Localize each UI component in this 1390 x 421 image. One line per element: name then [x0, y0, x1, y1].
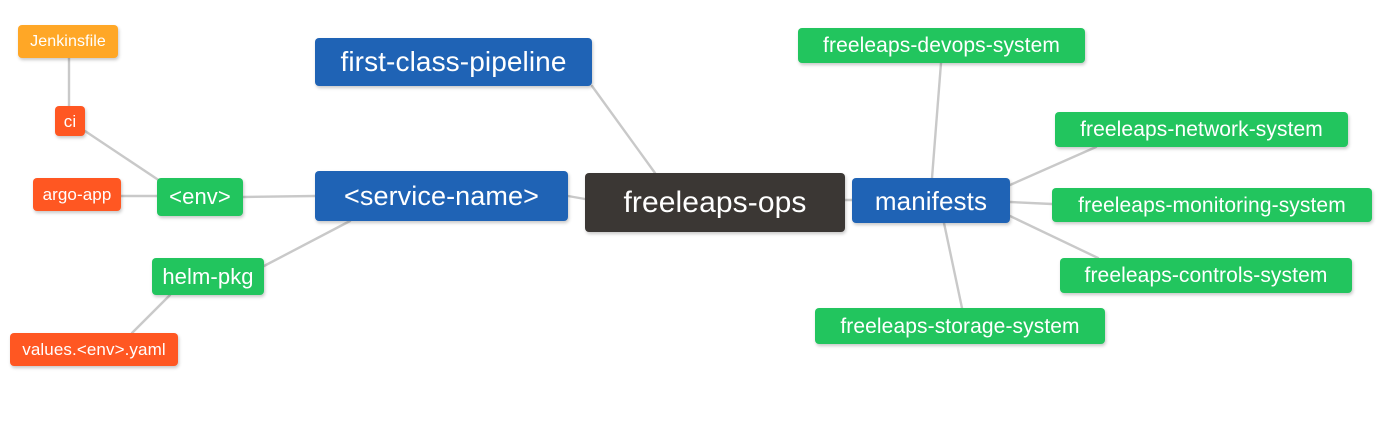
mindmap-node-freeleaps-network-system[interactable]: freeleaps-network-system: [1055, 112, 1348, 147]
mindmap-node-helm-pkg[interactable]: helm-pkg: [152, 258, 264, 295]
edge-first-class-pipeline-to-freeleaps-ops: [590, 84, 657, 175]
mindmap-node-label: freeleaps-storage-system: [840, 314, 1080, 338]
edge-service-name-to-env: [241, 194, 317, 199]
mindmap-node-service-name[interactable]: <service-name>: [315, 171, 568, 221]
mindmap-node-label: <service-name>: [344, 180, 539, 211]
mindmap-node-jenkinsfile[interactable]: Jenkinsfile: [18, 25, 118, 58]
edge-manifests-to-freeleaps-storage-system: [942, 221, 964, 310]
mindmap-node-label: first-class-pipeline: [340, 46, 567, 77]
edge-service-name-to-helm-pkg: [262, 219, 352, 268]
mindmap-node-label: values.<env>.yaml: [22, 340, 166, 359]
mindmap-node-label: freeleaps-network-system: [1080, 118, 1323, 141]
mindmap-node-label: ci: [63, 111, 77, 131]
mindmap-node-label: Jenkinsfile: [30, 32, 106, 50]
mindmap-node-label: manifests: [874, 185, 988, 216]
mindmap-node-label: argo-app: [42, 185, 112, 204]
mindmap-node-first-class-pipeline[interactable]: first-class-pipeline: [315, 38, 592, 86]
mindmap-node-freeleaps-controls-system[interactable]: freeleaps-controls-system: [1060, 258, 1352, 293]
mindmap-node-argo-app[interactable]: argo-app: [33, 178, 121, 211]
edge-env-to-ci: [83, 129, 162, 183]
mindmap-node-freeleaps-devops-system[interactable]: freeleaps-devops-system: [798, 28, 1085, 63]
mindmap-node-manifests[interactable]: manifests: [852, 178, 1010, 223]
mindmap-node-freeleaps-ops[interactable]: freeleaps-ops: [585, 173, 845, 232]
edge-manifests-to-freeleaps-controls-system: [1008, 214, 1100, 260]
edge-manifests-to-freeleaps-devops-system: [930, 61, 943, 180]
mindmap-node-freeleaps-storage-system[interactable]: freeleaps-storage-system: [815, 308, 1105, 344]
mindmap-node-ci[interactable]: ci: [55, 106, 85, 136]
edge-helm-pkg-to-values-env-yaml: [130, 293, 172, 335]
edge-manifests-to-freeleaps-monitoring-system: [1008, 200, 1054, 206]
mindmap-node-label: freeleaps-devops-system: [823, 34, 1060, 57]
mindmap-node-label: <env>: [169, 184, 231, 209]
edge-service-name-to-freeleaps-ops: [566, 194, 587, 201]
edge-manifests-to-freeleaps-network-system: [1008, 145, 1098, 187]
mindmap-node-label: freeleaps-ops: [623, 185, 807, 219]
mindmap-node-label: helm-pkg: [162, 263, 254, 289]
mindmap-node-values-env-yaml[interactable]: values.<env>.yaml: [10, 333, 178, 366]
mindmap-node-label: freeleaps-monitoring-system: [1078, 193, 1346, 217]
mindmap-node-label: freeleaps-controls-system: [1084, 264, 1328, 287]
mindmap-node-freeleaps-monitoring-system[interactable]: freeleaps-monitoring-system: [1052, 188, 1372, 222]
mindmap-node-env[interactable]: <env>: [157, 178, 243, 216]
